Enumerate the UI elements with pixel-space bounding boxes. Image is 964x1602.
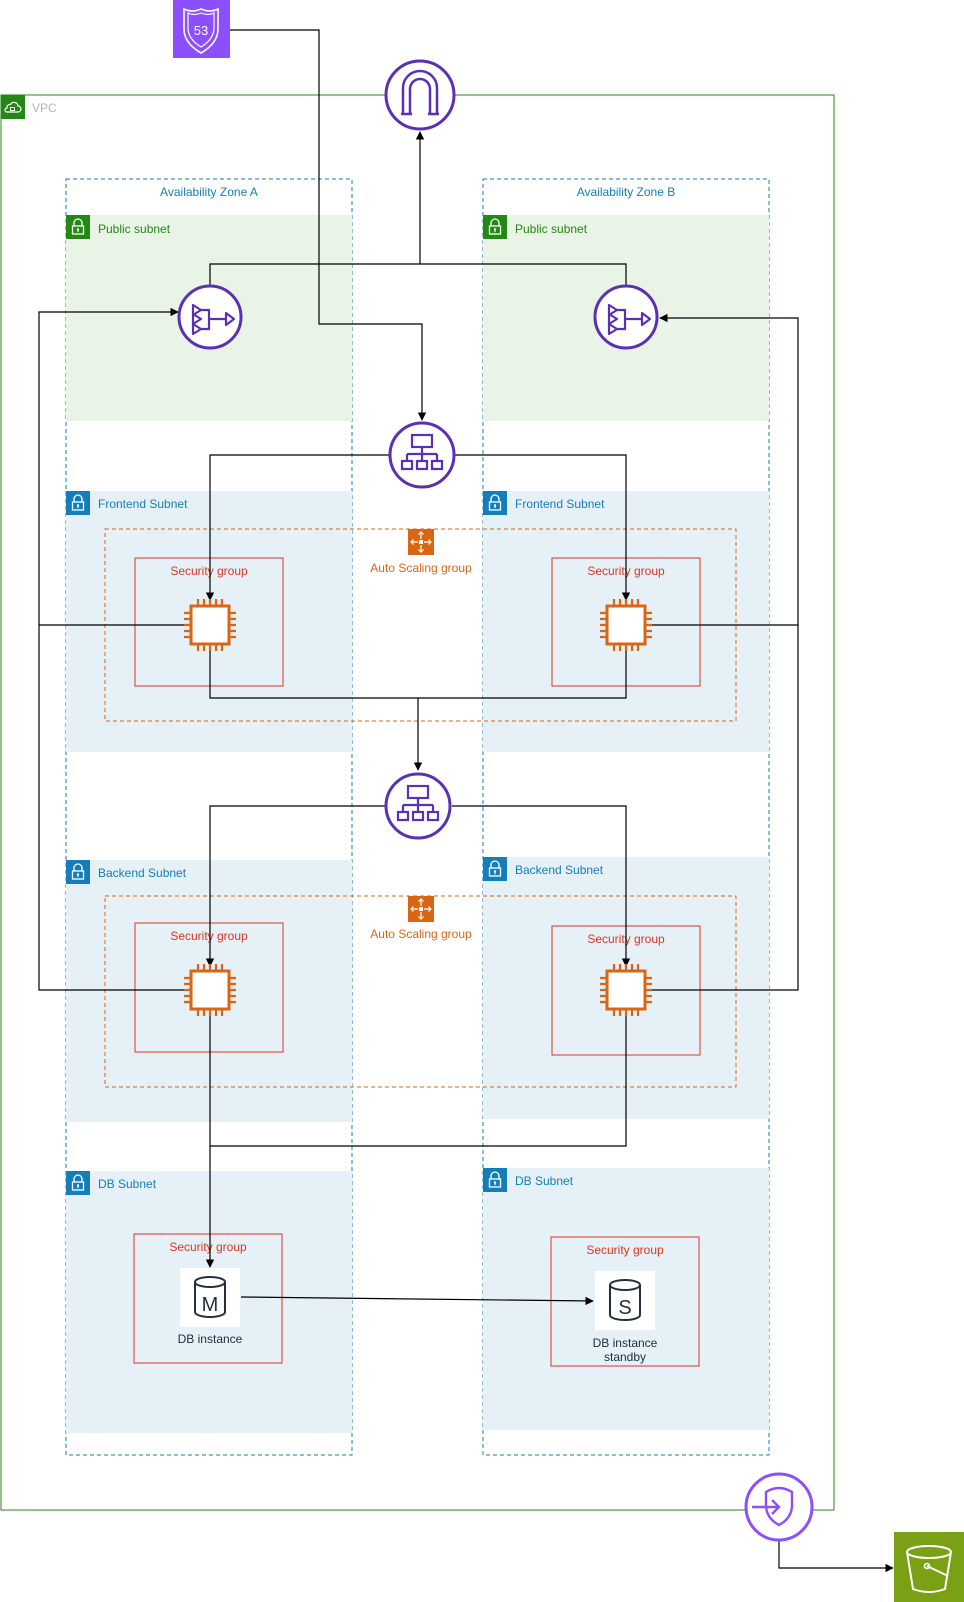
edge-endpoint-to-s3 bbox=[778, 1540, 894, 1573]
lock-icon bbox=[65, 214, 91, 240]
route53-number: 53 bbox=[194, 23, 208, 38]
security-group-label: Security group bbox=[170, 564, 248, 578]
security-group-db-a: Security group bbox=[133, 1233, 283, 1364]
public-subnet-b-label: Public subnet bbox=[515, 222, 588, 236]
edge-nat-a-to-igw bbox=[209, 263, 627, 287]
s3-bucket-icon bbox=[894, 1532, 964, 1602]
db-instance-label: DB instance bbox=[178, 1332, 243, 1346]
backend-auto-scaling-group: Auto Scaling group bbox=[104, 895, 737, 1088]
load-balancer-icon bbox=[388, 421, 456, 489]
lock-icon bbox=[482, 856, 508, 882]
ec2-instance-icon bbox=[598, 597, 654, 653]
load-balancer-icon bbox=[384, 772, 452, 840]
db-standby-label-line2: standby bbox=[604, 1350, 646, 1364]
backend-subnet-a-label: Backend Subnet bbox=[98, 866, 187, 880]
edge-route53-to-frontend-lb bbox=[230, 29, 427, 421]
security-group-backend-a: Security group bbox=[134, 922, 284, 1053]
edge-backend-ec2-b-to-nat-b bbox=[652, 625, 799, 991]
frontend-subnet-b-label: Frontend Subnet bbox=[515, 497, 605, 511]
db-subnet-b-label: DB Subnet bbox=[515, 1174, 574, 1188]
db-subnet-a-label: DB Subnet bbox=[98, 1177, 157, 1191]
edge-frontend-lb-to-ec2-a bbox=[205, 454, 389, 601]
edge-ec2-a-to-nat-a bbox=[38, 307, 184, 626]
nat-gateway-icon bbox=[593, 284, 659, 350]
availability-zone-a: Availability Zone A bbox=[65, 178, 353, 1456]
connectors bbox=[38, 29, 894, 1573]
backend-subnet-b-label: Backend Subnet bbox=[515, 863, 604, 877]
availability-zone-a-label: Availability Zone A bbox=[160, 185, 258, 199]
edge-backend-ec2-a-to-nat-a bbox=[38, 625, 184, 991]
db-standby-label-line1: DB instance bbox=[593, 1336, 658, 1350]
edge-db-replication bbox=[240, 1296, 594, 1306]
backend-asg-label: Auto Scaling group bbox=[370, 927, 472, 941]
lock-icon bbox=[65, 859, 91, 885]
edge-ec2-b-to-nat-b bbox=[652, 313, 799, 626]
nat-gateway-icon bbox=[177, 284, 243, 350]
vpc-endpoint-icon bbox=[744, 1472, 814, 1542]
auto-scaling-icon bbox=[407, 895, 435, 923]
availability-zone-b-label: Availability Zone B bbox=[577, 185, 676, 199]
cloud-icon bbox=[1, 95, 25, 119]
auto-scaling-icon bbox=[407, 528, 435, 556]
edge-backend-ec2-b-to-db bbox=[210, 1015, 627, 1147]
lock-icon bbox=[65, 490, 91, 516]
edge-frontend-lb-to-ec2-b bbox=[454, 454, 631, 601]
database-icon bbox=[609, 1279, 641, 1321]
ec2-instance-icon bbox=[182, 597, 238, 653]
frontend-asg-label: Auto Scaling group bbox=[370, 561, 472, 575]
db-standby-letter: S bbox=[618, 1297, 631, 1319]
frontend-subnet-a-label: Frontend Subnet bbox=[98, 497, 188, 511]
edge-backend-lb-to-ec2-a bbox=[205, 805, 385, 967]
lock-icon bbox=[482, 214, 508, 240]
db-instance-primary: M DB instance bbox=[178, 1268, 243, 1346]
ec2-instance-icon bbox=[182, 962, 238, 1018]
security-group-label: Security group bbox=[170, 929, 248, 943]
lock-icon bbox=[482, 490, 508, 516]
security-group-db-b: Security group bbox=[550, 1236, 700, 1367]
ec2-instance-icon bbox=[598, 962, 654, 1018]
edge-backend-lb-to-ec2-b bbox=[452, 805, 631, 967]
security-group-label: Security group bbox=[169, 1240, 247, 1254]
db-primary-letter: M bbox=[202, 1294, 219, 1316]
vpc-label: VPC bbox=[32, 101, 57, 115]
security-group-label: Security group bbox=[586, 1243, 664, 1257]
database-icon bbox=[194, 1276, 226, 1318]
route53-icon: 53 bbox=[173, 0, 230, 58]
public-subnet-a-label: Public subnet bbox=[98, 222, 171, 236]
lock-icon bbox=[65, 1170, 91, 1196]
internet-gateway-icon bbox=[384, 59, 456, 131]
security-group-frontend-a: Security group bbox=[134, 557, 284, 687]
db-instance-standby: S DB instance standby bbox=[593, 1271, 658, 1364]
lock-icon bbox=[482, 1167, 508, 1193]
availability-zone-b: Availability Zone B bbox=[482, 178, 770, 1456]
